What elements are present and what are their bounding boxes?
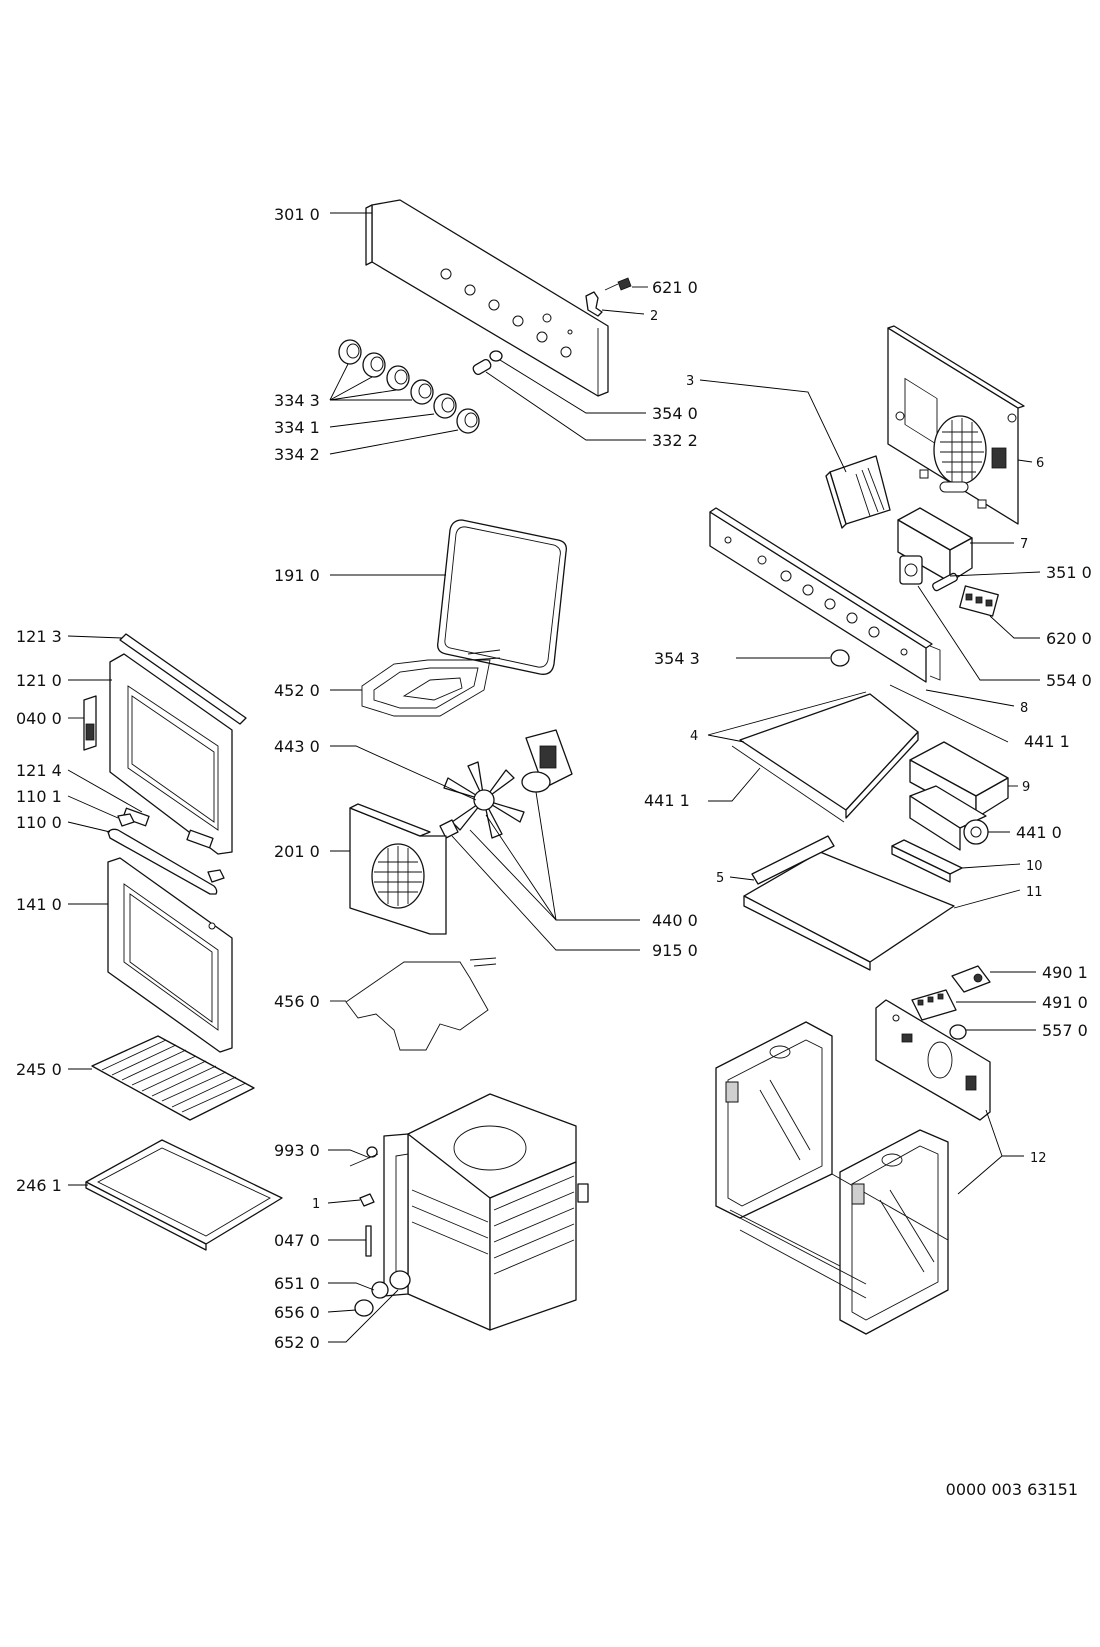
document-number: 0000 003 63151: [946, 1480, 1078, 1499]
callout-141-0: 141 0: [16, 895, 62, 914]
callout-121-0: 121 0: [16, 671, 62, 690]
top-heating-element: [361, 649, 501, 717]
door-seal: [437, 519, 567, 675]
callout-8: 8: [1020, 701, 1028, 716]
callout-452-0: 452 0: [274, 681, 320, 700]
callout-246-1: 246 1: [16, 1176, 62, 1195]
callout-993-0: 993 0: [274, 1141, 320, 1160]
callout-557-0: 557 0: [1042, 1021, 1088, 1040]
support-bracket: [891, 839, 963, 883]
callout-354-0: 354 0: [652, 404, 698, 423]
outer-door-glass: [107, 857, 233, 1053]
thermostat: [899, 555, 958, 592]
callout-12: 12: [1030, 1151, 1047, 1166]
timer-housing: [897, 507, 973, 583]
callout-9: 9: [1022, 780, 1030, 795]
callout-5: 5: [716, 871, 724, 886]
callout-191-0: 191 0: [274, 566, 320, 585]
door-handle: [107, 828, 218, 895]
callout-2: 2: [650, 309, 658, 324]
bottom-heating-element: [345, 957, 497, 1051]
callout-441-0: 441 0: [1016, 823, 1062, 842]
callout-7: 7: [1020, 537, 1028, 552]
control-panel: [365, 199, 609, 397]
callout-301-0: 301 0: [274, 205, 320, 224]
callout-441-1-b: 441 1: [644, 791, 690, 810]
terminal-block: [959, 585, 999, 617]
callout-047-0: 047 0: [274, 1231, 320, 1250]
callout-4: 4: [690, 729, 698, 744]
handle-support: [117, 813, 225, 883]
callout-443-0: 443 0: [274, 737, 320, 756]
callout-656-0: 656 0: [274, 1303, 320, 1322]
control-bracket-rail: [709, 507, 941, 683]
lamp-parts: [349, 1146, 411, 1317]
fan-cover: [825, 455, 891, 529]
callout-1: 1: [312, 1197, 320, 1212]
callout-201-0: 201 0: [274, 842, 320, 861]
baking-tray: [85, 1139, 283, 1251]
switch-parts: [911, 965, 991, 1040]
callout-554-0: 554 0: [1046, 671, 1092, 690]
callout-3: 3: [686, 374, 694, 389]
inner-door-frame: [109, 633, 247, 855]
callout-621-0: 621 0: [652, 278, 698, 297]
callout-456-0: 456 0: [274, 992, 320, 1011]
callout-490-1: 490 1: [1042, 963, 1088, 982]
callout-110-1: 110 1: [16, 787, 62, 806]
top-cover-plate: [731, 693, 919, 823]
wire-shelf: [91, 1035, 255, 1121]
callout-245-0: 245 0: [16, 1060, 62, 1079]
callout-491-0: 491 0: [1042, 993, 1088, 1012]
control-pcb-panel: [875, 999, 991, 1121]
callout-10: 10: [1026, 859, 1043, 874]
door-hinge: [83, 695, 97, 751]
callout-334-1: 334 1: [274, 418, 320, 437]
callout-354-3: 354 3: [654, 649, 700, 668]
callout-652-0: 652 0: [274, 1333, 320, 1352]
callout-121-3: 121 3: [16, 627, 62, 646]
callout-620-0: 620 0: [1046, 629, 1092, 648]
fan-back-cover: [349, 803, 447, 935]
callout-121-4: 121 4: [16, 761, 62, 780]
control-panel-bracket: [585, 277, 632, 317]
oven-cavity: [383, 1093, 589, 1331]
fan-blade: [443, 761, 525, 839]
callout-440-0: 440 0: [652, 911, 698, 930]
callout-110-0: 110 0: [16, 813, 62, 832]
callout-651-0: 651 0: [274, 1274, 320, 1293]
callout-334-3: 334 3: [274, 391, 320, 410]
callout-351-0: 351 0: [1046, 563, 1092, 582]
fan-nut: [439, 819, 459, 839]
outer-casing: [715, 1021, 949, 1335]
callout-332-2: 332 2: [652, 431, 698, 450]
callout-11: 11: [1026, 885, 1043, 900]
rear-panel: [887, 325, 1025, 525]
fan-motor-module: [909, 785, 989, 851]
control-knobs: [338, 339, 503, 434]
small-knob-part: [830, 649, 850, 667]
fan-motor: [521, 729, 573, 793]
callout-441-1-a: 441 1: [1024, 732, 1070, 751]
callout-040-0: 040 0: [16, 709, 62, 728]
callout-915-0: 915 0: [652, 941, 698, 960]
callout-334-2: 334 2: [274, 445, 320, 464]
callout-6: 6: [1036, 456, 1044, 471]
bottom-plate: [743, 835, 955, 971]
